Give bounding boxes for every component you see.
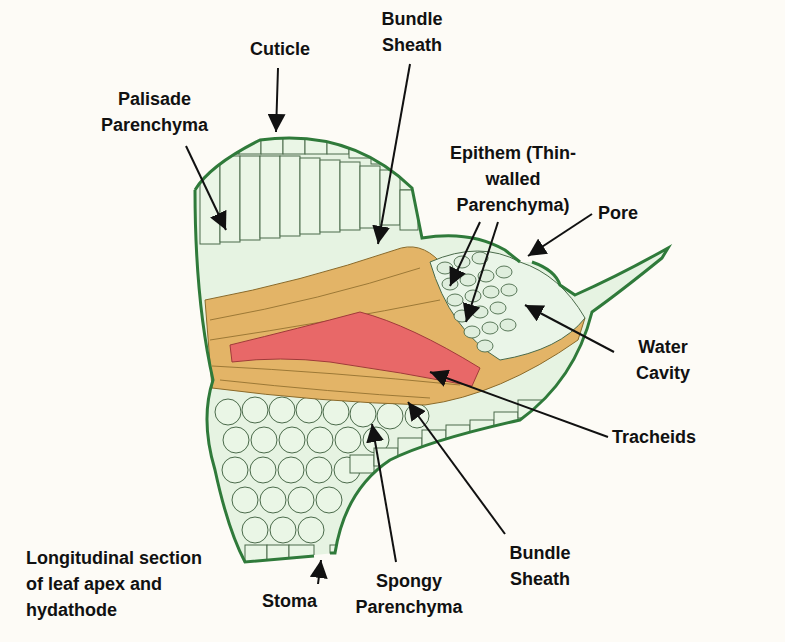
leaf-tissue: [223, 427, 249, 453]
leaf-tissue: [260, 487, 286, 513]
leaf-tissue: [496, 266, 512, 278]
leaf-tissue: [464, 326, 480, 338]
leaf-tissue: [437, 252, 517, 352]
leaf-tissue: [200, 156, 220, 244]
leader-lines: [186, 64, 614, 584]
leaf-tissue: [220, 380, 430, 398]
leader-lines: [378, 64, 410, 244]
leaf-tissue: [350, 401, 376, 427]
leader-lines: [318, 560, 321, 584]
part-label: Epithem (Thin-walled Parenchyma): [447, 140, 579, 218]
leaf-tissue: [279, 427, 305, 453]
leaf-tissue: [320, 160, 340, 232]
leaf-tissue: [288, 487, 314, 513]
leaf-tissue: [240, 156, 260, 240]
leaf-tissue: [323, 399, 349, 425]
leaf-tissue: [280, 156, 300, 236]
leaf-tissue: [350, 455, 374, 473]
leaf-tissue: [307, 427, 333, 453]
figure-caption: Longitudinal section of leaf apex and hy…: [26, 545, 214, 623]
leaf-tissue: [437, 262, 453, 274]
leaf-tissue: [483, 286, 499, 298]
leaf-tissue: [289, 545, 314, 563]
leaf-tissue: [261, 128, 283, 154]
part-label: Cuticle: [240, 36, 320, 62]
leaf-tissue: [195, 128, 542, 563]
part-label: Tracheids: [612, 424, 722, 450]
leaf-tissue: [220, 156, 240, 242]
leader-lines: [430, 372, 608, 437]
leaf-tissue: [316, 487, 342, 513]
leaf-tissue: [360, 166, 380, 228]
part-label: Water Cavity: [618, 334, 708, 386]
leaf-body: [195, 138, 668, 562]
leaf-tissue: [260, 156, 280, 238]
leaf-tissue: [210, 268, 420, 320]
leaf-tissue: [447, 294, 463, 306]
part-label: Spongy Parenchyma: [345, 568, 473, 620]
leaf-tissue: [269, 397, 295, 423]
part-label: Bundle Sheath: [492, 540, 588, 592]
leaf-tissue: [278, 457, 304, 483]
leaf-tissue: [195, 128, 668, 563]
leaf-tissue: [217, 128, 239, 154]
leaf-tissue: [251, 427, 277, 453]
leader-lines: [525, 305, 614, 352]
leaf-tissue: [306, 457, 332, 483]
leaf-tissue: [340, 162, 360, 230]
leaf-tissue: [222, 457, 248, 483]
leaf-tissue: [377, 403, 403, 429]
leaf-tissue: [501, 284, 517, 296]
leader-lines: [372, 424, 396, 562]
leaf-tissue: [298, 517, 324, 543]
leaf-tissue: [477, 340, 493, 352]
leaf-tissue: [283, 128, 305, 154]
leaf-tissue: [250, 457, 276, 483]
leaf-tissue: [460, 274, 476, 286]
cuticle: [195, 138, 668, 562]
leaf-tissue: [300, 158, 320, 234]
leader-lines: [450, 222, 480, 286]
leaf-tissue: [490, 302, 506, 314]
bundle-sheath: [205, 247, 585, 405]
leaf-tissue: [232, 487, 258, 513]
leader-lines: [528, 214, 592, 256]
leader-lines: [186, 146, 226, 230]
leader-lines: [466, 222, 498, 322]
tracheids: [230, 312, 480, 386]
part-label: Pore: [598, 200, 668, 226]
leaf-tissue: [472, 306, 488, 318]
leaf-tissue: [296, 397, 322, 423]
water-cavity: [430, 251, 585, 360]
part-label: Bundle Sheath: [367, 6, 457, 58]
leaf-tissue: [335, 427, 361, 453]
leaf-tissue: [270, 517, 296, 543]
leaf-tissue: [242, 517, 268, 543]
leaf-tissue: [482, 322, 498, 334]
leaf-tissue: [242, 397, 268, 423]
part-label: Palisade Parenchyma: [92, 86, 217, 138]
leaf-tissue: [500, 319, 516, 331]
part-label: Stoma: [262, 588, 332, 614]
leaf-tissue: [215, 399, 241, 425]
leader-lines: [408, 402, 505, 534]
leader-lines: [276, 68, 278, 132]
